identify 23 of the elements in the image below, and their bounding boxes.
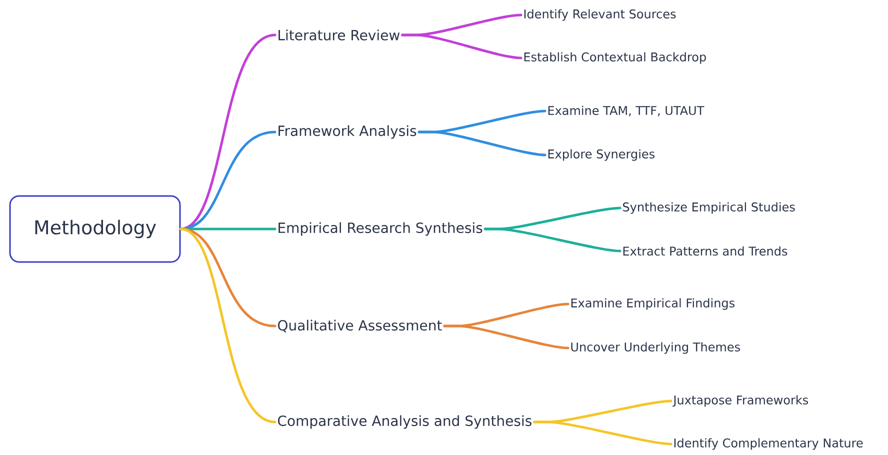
root-box: Methodology — [9, 195, 181, 263]
topic-label: Qualitative Assessment — [278, 320, 442, 332]
branch-line — [533, 420, 672, 446]
branch-line — [401, 34, 522, 60]
topic-label: Comparative Analysis and Synthesis — [278, 415, 532, 429]
subtopic-label: Identify Relevant Sources — [524, 9, 676, 21]
subtopic-label: Examine Empirical Findings — [571, 298, 734, 310]
subtopic-label: Juxtapose Frameworks — [672, 395, 808, 407]
topic-label: Literature Review — [278, 30, 400, 40]
branch-line — [180, 228, 276, 424]
subtopic-label: Explore Synergies — [548, 149, 654, 161]
subtopic-label: Extract Patterns and Trends — [623, 246, 788, 256]
branch-line — [180, 130, 276, 230]
subtopic-label: Uncover Underlying Themes — [571, 342, 740, 354]
branch-line — [443, 324, 570, 350]
branch-line — [418, 130, 546, 156]
topic-label: Framework Analysis — [278, 125, 416, 139]
subtopic-label: Examine TAM, TTF, UTAUT — [548, 106, 704, 116]
subtopic-label: Identify Complementary Nature — [674, 438, 863, 450]
subtopic-label: Establish Contextual Backdrop — [524, 52, 706, 64]
subtopic-label: Synthesize Empirical Studies — [623, 202, 795, 214]
branch-line — [484, 228, 622, 252]
topic-label: Empirical Research Synthesis — [278, 222, 482, 236]
